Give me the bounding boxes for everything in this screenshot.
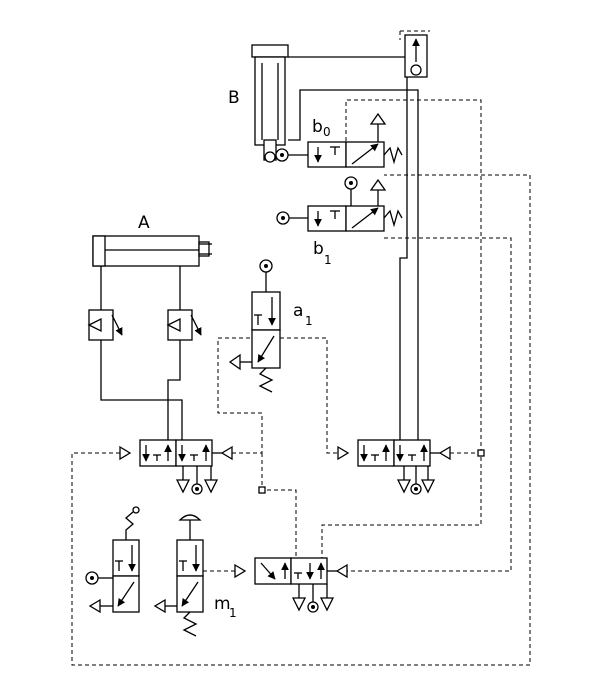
pilot-lines [71, 99, 531, 666]
flow-control-valve-left [87, 309, 123, 341]
label-cylinder-a: A [138, 213, 150, 233]
selector-valve [85, 506, 140, 614]
label-valve-b1: b [313, 239, 324, 259]
label-valve-b0: b [312, 117, 323, 137]
main-valve-b [337, 439, 451, 495]
memory-valve [234, 557, 348, 613]
valve-m1 [153, 514, 204, 637]
label-valve-m1: m [214, 594, 231, 614]
top-right-sensor-valve [399, 30, 430, 78]
cylinder-b [251, 44, 289, 163]
pressure-lines [100, 56, 419, 440]
label-valve-b1-subscript: 1 [324, 253, 332, 267]
valve-b1 [276, 176, 403, 232]
label-valve-a1: a [293, 301, 303, 321]
valve-a1 [228, 259, 281, 393]
cylinder-a [92, 235, 212, 267]
label-valve-b0-subscript: 0 [323, 125, 331, 139]
label-valve-m1-subscript: 1 [229, 606, 237, 620]
label-valve-a1-subscript: 1 [305, 314, 313, 328]
valve-b0 [275, 112, 403, 168]
main-valve-a [119, 439, 233, 495]
label-cylinder-b: B [228, 88, 240, 108]
flow-control-valve-right [166, 309, 202, 341]
